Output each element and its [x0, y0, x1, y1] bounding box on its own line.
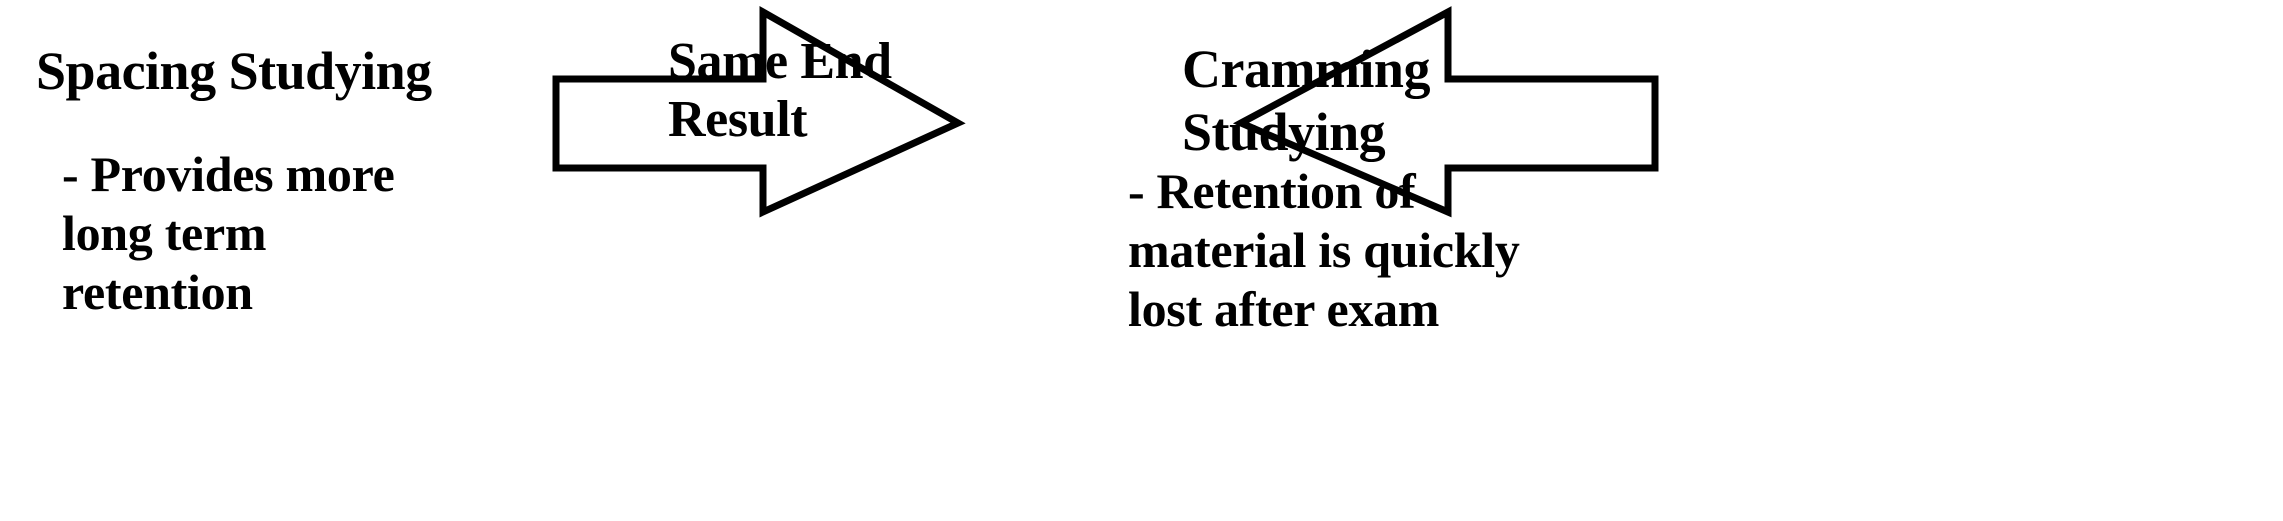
left-branch-heading: Spacing Studying [36, 41, 432, 101]
arrow-pointing-left-icon [1232, 6, 1659, 218]
right-branch-bullet-text: - Retention of material is quickly lost … [1128, 163, 1520, 337]
right-branch-heading: Cramming Studying [1182, 39, 1430, 162]
center-outcome-label: Same End Result [668, 33, 892, 149]
arrow-pointing-right-icon [552, 5, 966, 218]
left-branch-bullet-text: - Provides more long term retention [62, 146, 395, 320]
